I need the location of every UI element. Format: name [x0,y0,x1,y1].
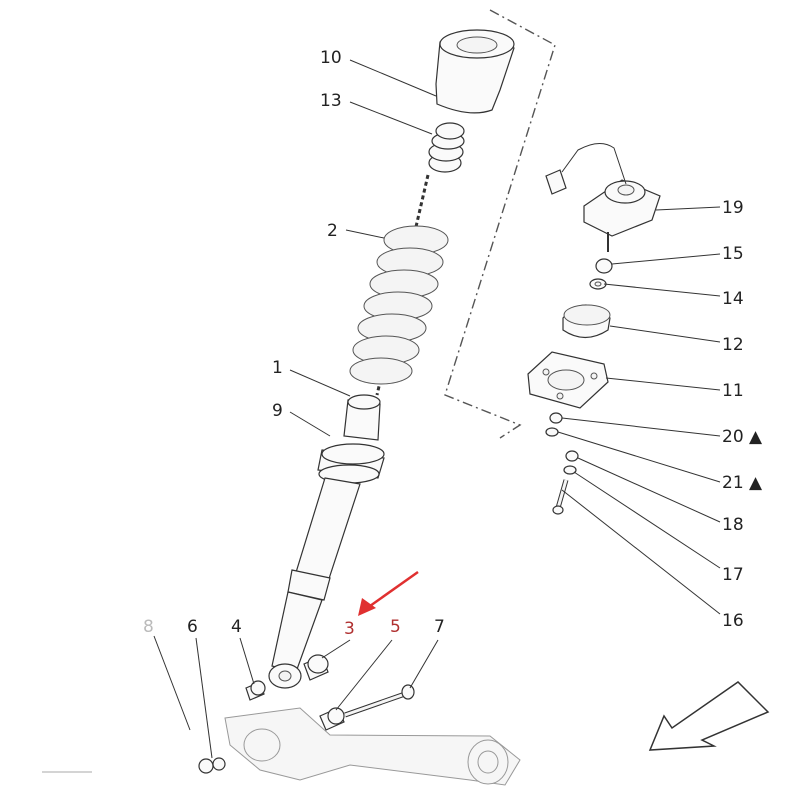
part-17-washer [563,465,577,475]
part-14-washer [589,278,607,290]
callout-11: 11 [722,381,744,401]
part-5-bushing [319,707,345,731]
part-13-bump-stop [428,122,465,173]
callout-12: 12 [722,335,744,355]
part-12-rubber-mount [562,304,611,339]
callout-18: 18 [722,515,744,535]
part-6-nut [198,757,226,774]
callout-13: 13 [320,91,342,111]
callout-7: 7 [434,617,445,637]
lower-control-arm [224,707,521,786]
part-16-bolt [552,479,569,515]
highlight-arrow [358,570,419,616]
part-21-washer [545,427,559,437]
callout-10: 10 [320,48,342,68]
part-20-nut [549,412,563,424]
callout-2: 2 [327,221,338,241]
part-3-bushing [303,654,329,681]
direction-arrow-icon [648,681,770,751]
part-7-bolt [344,684,415,718]
part-10-dust-cap [435,29,515,114]
callout-4: 4 [231,617,242,637]
callout-16: 16 [722,611,744,631]
callout-19: 19 [722,198,744,218]
part-4-bushing [245,680,266,701]
leader-lines [153,59,721,759]
shock-absorber-body [271,477,361,673]
part-9-spring-seat [317,443,385,484]
callout-8: 8 [143,617,154,637]
subassembly-boundary [444,9,556,439]
part-11-mounting-plate [527,351,609,409]
part-1-shock-top [343,394,381,441]
callout-14: 14 [722,289,744,309]
part-19-top-mount [545,143,661,252]
callout-1: 1 [272,358,283,378]
part-15-nut [595,258,613,274]
part-18-nut [565,450,579,462]
callout-21: 21 ▲ [722,473,763,493]
shock-lower-eye [268,663,302,689]
callout-17: 17 [722,565,744,585]
callout-5: 5 [390,617,401,637]
callout-3: 3 [344,619,355,639]
callout-20: 20 ▲ [722,427,763,447]
part-2-coil-spring [349,225,449,385]
callout-6: 6 [187,617,198,637]
callout-15: 15 [722,244,744,264]
callout-9: 9 [272,401,283,421]
